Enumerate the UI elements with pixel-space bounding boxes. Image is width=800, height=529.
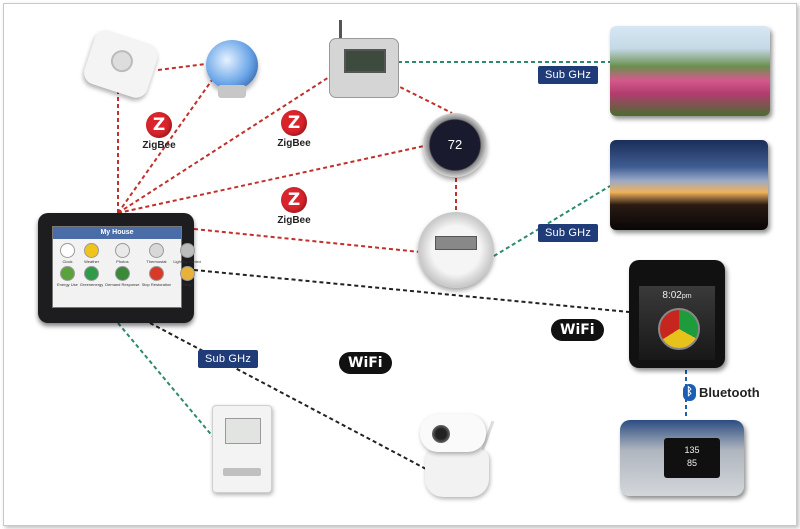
hub-tile-label: Greenenergy xyxy=(79,282,104,287)
weather-station-screen xyxy=(225,418,261,444)
hub-tile: Stop Restoration xyxy=(141,266,172,287)
zigbee-icon: Z xyxy=(281,187,307,213)
zigbee-logo-1: Z ZigBee xyxy=(136,112,182,151)
subghz-badge-3: Sub GHz xyxy=(198,350,259,368)
wifi-logo-2: WiFi xyxy=(339,352,392,374)
subghz-badge-1: Sub GHz xyxy=(538,66,599,84)
phone-screen: 8:02pm xyxy=(639,286,715,360)
phone-time: 8:02pm xyxy=(639,290,715,301)
phone-time-value: 8:02 xyxy=(662,290,682,301)
controller-antenna xyxy=(339,20,342,40)
lighting-icon xyxy=(179,243,195,258)
bp-reading-diastolic: 85 xyxy=(686,458,697,468)
power-plant-image xyxy=(610,140,768,230)
thermostat-icon xyxy=(148,243,164,258)
controller-screen xyxy=(344,49,386,73)
bulb-base xyxy=(218,85,246,98)
smartphone-icon: 8:02pm xyxy=(629,260,725,368)
weather-station-icon xyxy=(212,405,272,493)
hub-tile: Demand Response xyxy=(105,266,140,287)
hub-tile-label: Stop Restoration xyxy=(141,282,172,287)
wifi-logo-1: WiFi xyxy=(551,319,604,341)
thermostat-temperature: 72 xyxy=(447,137,463,152)
bluetooth-label: Bluetooth xyxy=(699,385,760,400)
hub-tile: Weather xyxy=(80,243,103,264)
hub-tile-label: Clock xyxy=(62,259,73,264)
hub-tile-label: Setup xyxy=(182,282,193,287)
hub-tile-label: Demand Response xyxy=(105,282,140,287)
zigbee-label-3: ZigBee xyxy=(277,215,311,226)
home-hub-tablet: My House Clock Weather Photos Thermostat Lig… xyxy=(38,213,201,323)
subghz-badge-2: Sub GHz xyxy=(538,224,599,242)
zigbee-icon: Z xyxy=(146,112,172,138)
hub-tile-label: Photos xyxy=(116,259,129,264)
smart-bulb-icon xyxy=(206,40,258,90)
zigbee-link-bulb xyxy=(117,79,213,214)
hub-tile-grid: Clock Weather Photos Thermostat Lighting Con… xyxy=(53,239,201,287)
clock-icon xyxy=(59,243,75,258)
camera-lens xyxy=(432,425,450,443)
hub-tile: Energy Use xyxy=(57,266,78,287)
zigbee-icon: Z xyxy=(281,110,307,136)
zigbee-link-thermostat xyxy=(117,145,425,214)
hub-tile: Setup xyxy=(173,266,201,287)
hub-screen: My House Clock Weather Photos Thermostat Lig… xyxy=(52,226,201,308)
zigbee-logo-3: Z ZigBee xyxy=(271,187,317,226)
subghz-link-plant xyxy=(493,185,611,257)
camera-base xyxy=(425,449,489,497)
zigbee-label-2: ZigBee xyxy=(277,138,311,149)
hub-tile: Thermostat xyxy=(142,243,172,264)
irrigation-controller-icon xyxy=(329,38,399,98)
hub-tile: Photos xyxy=(105,243,139,264)
wifi-link-phone xyxy=(193,269,630,313)
hub-tile: Clock xyxy=(57,243,78,264)
demand-icon xyxy=(114,266,130,281)
hub-tile: Greenenergy xyxy=(80,266,103,287)
thermostat-icon: 72 xyxy=(423,113,487,177)
meter-display xyxy=(435,236,477,250)
setup-icon xyxy=(179,266,195,281)
bluetooth-icon: ᛒ xyxy=(683,384,696,401)
zigbee-label-1: ZigBee xyxy=(142,140,176,151)
zigbee-link-controller xyxy=(117,69,341,214)
photos-icon xyxy=(114,243,130,258)
bp-reading-systolic: 135 xyxy=(684,445,700,455)
hub-tile-label: Weather xyxy=(84,259,100,264)
bp-display: 135 85 xyxy=(664,438,720,478)
zigbee-link-motion-bulb xyxy=(157,63,207,71)
blood-pressure-monitor-icon: 135 85 xyxy=(620,420,744,496)
weather-icon xyxy=(84,243,100,258)
hub-title: My House xyxy=(53,227,181,239)
zigbee-logo-2: Z ZigBee xyxy=(271,110,317,149)
greenenergy-icon xyxy=(84,266,100,281)
zigbee-link-controller-thermostat xyxy=(393,83,453,114)
hub-tile: Lighting Control xyxy=(173,243,201,264)
garden-sprinkler-image xyxy=(610,26,770,116)
energy-icon xyxy=(59,266,75,281)
smart-meter-icon xyxy=(418,212,494,288)
phone-time-suffix: pm xyxy=(681,293,692,300)
hub-tile-label: Energy Use xyxy=(57,282,78,287)
wifi-link-camera xyxy=(149,322,429,471)
bluetooth-logo: ᛒ Bluetooth xyxy=(683,384,760,401)
energy-gauge-icon xyxy=(658,308,700,350)
hub-tile-label: Thermostat xyxy=(146,259,167,264)
zigbee-link-meter xyxy=(193,228,421,253)
stop-icon xyxy=(148,266,164,281)
weather-station-logo xyxy=(223,468,261,476)
hub-tile-label: Lighting Control xyxy=(173,259,202,264)
security-camera-icon xyxy=(420,414,486,452)
subghz-link-weather xyxy=(117,322,215,439)
